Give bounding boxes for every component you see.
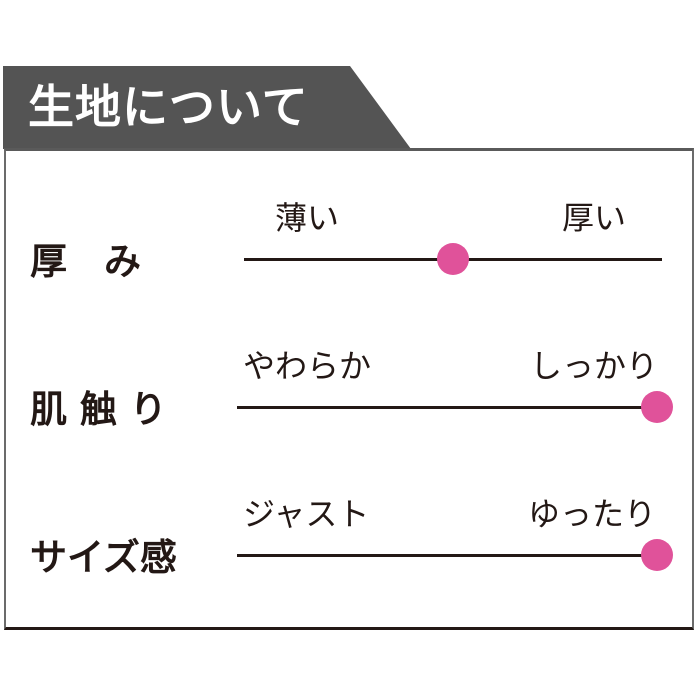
- texture-indicator-dot: [641, 391, 673, 423]
- texture-scale-track: [237, 406, 657, 409]
- section-title: 生地について: [28, 80, 309, 134]
- row-label-fit: サイズ感: [30, 536, 177, 579]
- row-label-thickness: 厚 み: [30, 240, 141, 283]
- section-header-tab: [3, 66, 411, 149]
- row-label-texture: 肌 触 り: [30, 388, 167, 431]
- scale-left-label-soft: やわらか: [243, 347, 372, 385]
- scale-left-label-thin: 薄い: [275, 199, 340, 237]
- fit-indicator-dot: [641, 539, 673, 571]
- fabric-info-panel: [4, 148, 694, 630]
- scale-right-label-firm: しっかり: [530, 347, 659, 385]
- thickness-indicator-dot: [437, 243, 469, 275]
- scale-right-label-thick: 厚い: [562, 199, 627, 237]
- fit-scale-track: [237, 554, 657, 557]
- scale-right-label-loose: ゆったり: [528, 495, 657, 533]
- scale-left-label-just: ジャスト: [243, 495, 370, 533]
- header-tab-shape: [3, 66, 411, 149]
